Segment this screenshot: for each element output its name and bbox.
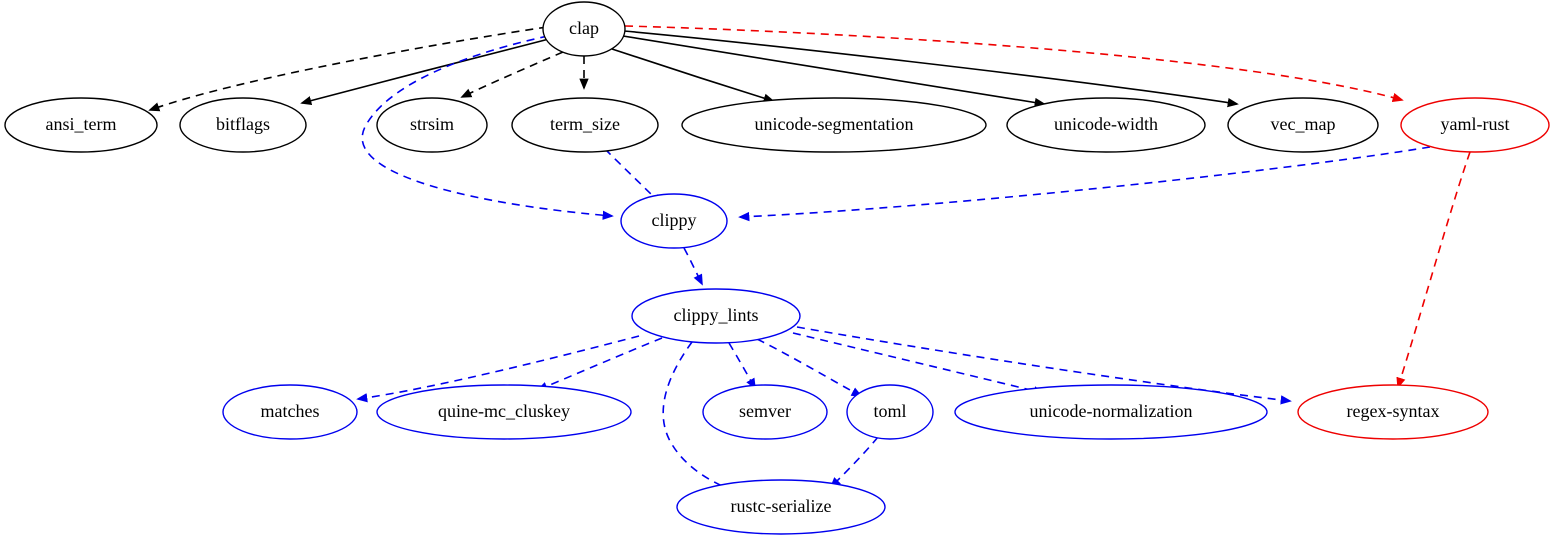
node-unicode-segmentation[interactable]: unicode-segmentation bbox=[681, 97, 987, 153]
node-outline-unicode-segmentation bbox=[681, 97, 987, 153]
edge-clap-to-ansi_term bbox=[148, 26, 548, 112]
node-label-term_size: term_size bbox=[550, 114, 620, 134]
node-label-rustc-serialize: rustc-serialize bbox=[731, 496, 832, 516]
edge-clippy-to-clippy_lints bbox=[683, 247, 703, 286]
edge-clap-to-strsim bbox=[460, 51, 564, 98]
edge-yaml-rust-to-clippy bbox=[738, 146, 1431, 222]
node-label-strsim: strsim bbox=[410, 114, 454, 134]
node-quine-mc_cluskey[interactable]: quine-mc_cluskey bbox=[376, 384, 632, 440]
node-label-unicode-width: unicode-width bbox=[1054, 114, 1158, 134]
node-label-quine-mc_cluskey: quine-mc_cluskey bbox=[438, 401, 570, 421]
edge-clippy_lints-to-toml bbox=[756, 338, 863, 397]
node-label-unicode-normalization: unicode-normalization bbox=[1030, 401, 1193, 421]
edge-clap-to-bitflags bbox=[300, 38, 550, 106]
edge-clippy_lints-to-unicode-normalization bbox=[792, 332, 1045, 396]
node-term_size[interactable]: term_size bbox=[511, 97, 659, 153]
edge-clap-to-clippy bbox=[361, 35, 614, 220]
node-label-clippy_lints: clippy_lints bbox=[674, 305, 759, 325]
node-yaml-rust[interactable]: yaml-rust bbox=[1400, 97, 1550, 153]
node-label-semver: semver bbox=[739, 401, 791, 421]
node-outline-unicode-normalization bbox=[954, 384, 1268, 440]
node-toml[interactable]: toml bbox=[846, 384, 934, 440]
node-outline-yaml-rust bbox=[1400, 97, 1550, 153]
node-outline-clippy bbox=[620, 193, 728, 249]
node-matches[interactable]: matches bbox=[222, 384, 358, 440]
edge-clippy_lints-to-matches bbox=[356, 335, 640, 403]
node-strsim[interactable]: strsim bbox=[376, 97, 488, 153]
node-clippy_lints[interactable]: clippy_lints bbox=[631, 288, 801, 344]
node-outline-regex-syntax bbox=[1297, 384, 1489, 440]
edge-layer bbox=[148, 25, 1471, 496]
node-outline-quine-mc_cluskey bbox=[376, 384, 632, 440]
node-outline-term_size bbox=[511, 97, 659, 153]
node-unicode-normalization[interactable]: unicode-normalization bbox=[954, 384, 1268, 440]
edge-clap-to-yaml-rust bbox=[624, 25, 1404, 102]
node-regex-syntax[interactable]: regex-syntax bbox=[1297, 384, 1489, 440]
node-outline-clippy_lints bbox=[631, 288, 801, 344]
node-outline-clap bbox=[542, 1, 626, 57]
node-bitflags[interactable]: bitflags bbox=[179, 97, 307, 153]
node-ansi_term[interactable]: ansi_term bbox=[4, 97, 158, 153]
node-unicode-width[interactable]: unicode-width bbox=[1006, 97, 1206, 153]
node-semver[interactable]: semver bbox=[702, 384, 828, 440]
edge-clippy_lints-to-rustc-serialize bbox=[662, 341, 744, 496]
node-outline-rustc-serialize bbox=[676, 479, 886, 535]
node-label-clap: clap bbox=[569, 18, 599, 38]
node-label-matches: matches bbox=[261, 401, 320, 421]
node-label-regex-syntax: regex-syntax bbox=[1347, 401, 1440, 421]
node-label-yaml-rust: yaml-rust bbox=[1441, 114, 1510, 134]
node-rustc-serialize[interactable]: rustc-serialize bbox=[676, 479, 886, 535]
node-outline-ansi_term bbox=[4, 97, 158, 153]
node-label-unicode-segmentation: unicode-segmentation bbox=[755, 114, 914, 134]
edge-clap-to-vec_map bbox=[623, 30, 1239, 108]
node-vec_map[interactable]: vec_map bbox=[1227, 97, 1379, 153]
edge-clap-to-unicode-segmentation bbox=[611, 48, 775, 103]
node-outline-bitflags bbox=[179, 97, 307, 153]
node-outline-strsim bbox=[376, 97, 488, 153]
edge-toml-to-rustc-serialize bbox=[829, 436, 879, 489]
node-outline-unicode-width bbox=[1006, 97, 1206, 153]
node-clap[interactable]: clap bbox=[542, 1, 626, 57]
node-outline-matches bbox=[222, 384, 358, 440]
node-label-bitflags: bitflags bbox=[216, 114, 270, 134]
node-outline-semver bbox=[702, 384, 828, 440]
node-label-ansi_term: ansi_term bbox=[46, 114, 117, 134]
node-label-toml: toml bbox=[873, 401, 906, 421]
node-outline-vec_map bbox=[1227, 97, 1379, 153]
edge-clap-to-unicode-width bbox=[622, 35, 1046, 108]
node-label-vec_map: vec_map bbox=[1271, 114, 1336, 134]
node-label-clippy: clippy bbox=[652, 210, 697, 230]
edge-clippy_lints-to-semver bbox=[728, 342, 756, 390]
node-clippy[interactable]: clippy bbox=[620, 193, 728, 249]
node-outline-toml bbox=[846, 384, 934, 440]
